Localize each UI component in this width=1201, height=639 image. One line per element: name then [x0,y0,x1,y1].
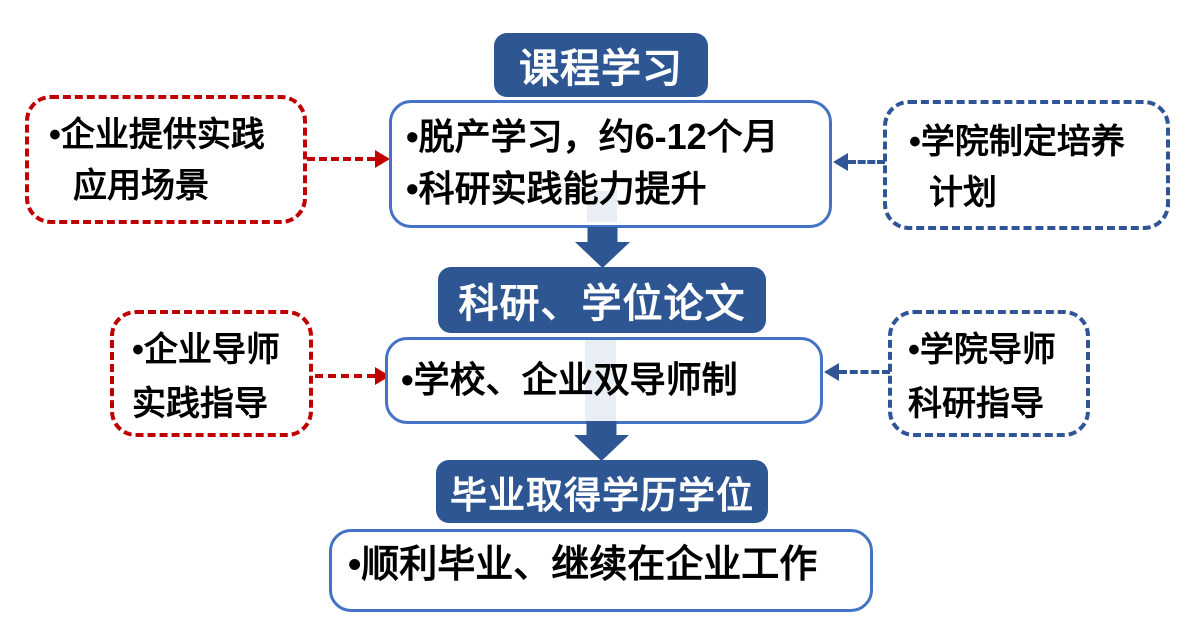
down-arrow-icon [575,227,630,268]
arrow-left-icon [833,153,848,171]
note-line: •学院导师 [908,331,1056,369]
down-arrow-icon [574,421,629,461]
note-line: 科研指导 [908,385,1044,423]
stage2-header: 科研、学位论文 [438,267,766,333]
stage1-content-box: •脱产学习，约6-12个月 •科研实践能力提升 [389,100,832,228]
dashed-connector-right2 [839,370,890,374]
dashed-connector-left2 [315,374,375,378]
arrow1-stem-light [587,191,617,222]
dashed-connector-left1 [307,157,375,161]
stage3-content-box: •顺利毕业、继续在企业工作 [329,529,873,612]
stage3-bullet-1: •顺利毕业、继续在企业工作 [348,544,818,586]
dashed-connector-right1 [848,160,885,164]
arrow-left-icon [824,363,839,381]
arrow-right-icon [375,150,390,168]
note-college-mentor: •学院导师 科研指导 [888,310,1090,437]
note-enterprise-scenarios: •企业提供实践 应用场景 [25,95,307,224]
note-line: •企业导师 [132,331,280,369]
note-line: •企业提供实践 [49,116,265,154]
stage2-bullet-1: •学校、企业双导师制 [401,359,738,400]
note-line: 应用场景 [73,167,209,205]
stage1-bullet-1: •脱产学习，约6-12个月 [406,116,779,157]
note-enterprise-mentor: •企业导师 实践指导 [110,310,313,437]
stage1-bullet-2: •科研实践能力提升 [406,168,707,209]
stage1-header: 课程学习 [494,33,708,97]
stage3-header: 毕业取得学历学位 [436,460,768,523]
arrow2-stem-light [585,340,616,421]
note-line: 计划 [929,174,997,212]
stage2-content-box: •学校、企业双导师制 [385,337,823,424]
note-line: 实践指导 [132,385,268,423]
note-line: •学院制定培养 [909,123,1125,161]
note-college-plan: •学院制定培养 计划 [883,100,1170,230]
